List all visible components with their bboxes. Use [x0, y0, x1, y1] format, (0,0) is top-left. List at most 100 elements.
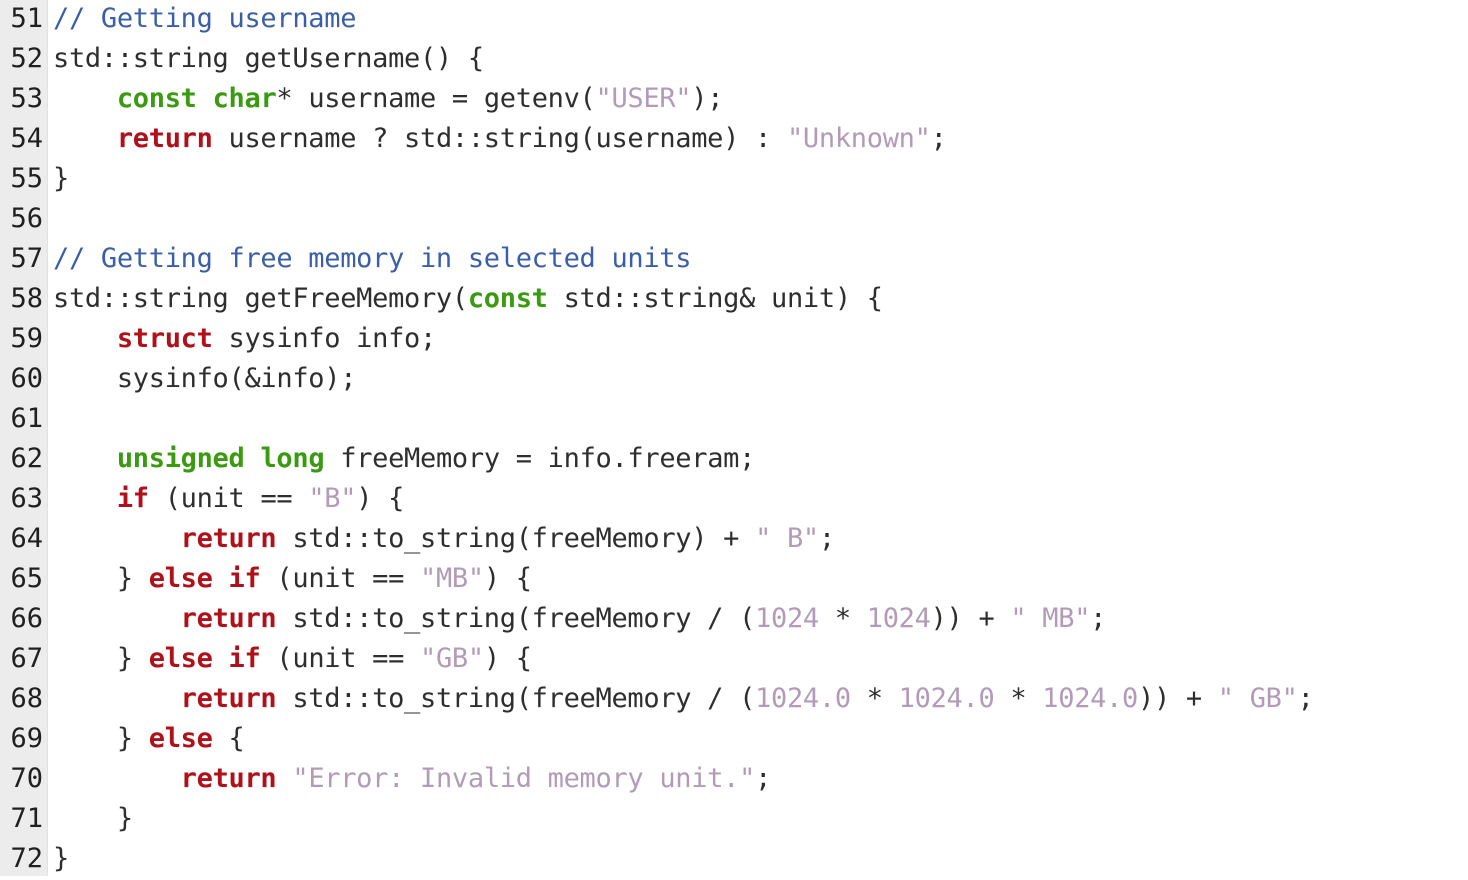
- line-number: 58: [10, 283, 43, 314]
- code-line[interactable]: return "Error: Invalid memory unit.";: [53, 760, 1468, 800]
- code-line[interactable]: std::string getFreeMemory(const std::str…: [53, 280, 1468, 320]
- code-line[interactable]: } else if (unit == "MB") {: [53, 560, 1468, 600]
- code-token: std::to_string(freeMemory) +: [276, 523, 756, 554]
- code-token: [53, 523, 181, 554]
- line-number: 59: [10, 323, 43, 354]
- code-token: ) {: [356, 483, 405, 514]
- code-token: [244, 443, 260, 474]
- code-token: [213, 563, 229, 594]
- line-number: 71: [10, 803, 43, 834]
- control-keyword: return: [180, 683, 277, 714]
- code-token: }: [53, 163, 69, 194]
- code-token: ) {: [483, 643, 532, 674]
- code-token: [53, 683, 181, 714]
- code-line[interactable]: const char* username = getenv("USER");: [53, 80, 1468, 120]
- numeric-literal: 1024: [866, 603, 931, 634]
- code-line[interactable]: return std::to_string(freeMemory) + " B"…: [53, 520, 1468, 560]
- type-keyword: char: [212, 83, 277, 114]
- code-token: sysinfo(&info);: [53, 363, 357, 394]
- code-token: ;: [755, 763, 772, 794]
- code-token: ;: [818, 523, 835, 554]
- code-line[interactable]: } else if (unit == "GB") {: [53, 640, 1468, 680]
- code-token: *: [818, 603, 867, 634]
- code-token: )) +: [930, 603, 1011, 634]
- code-token: }: [53, 723, 149, 754]
- code-line[interactable]: // Getting username: [53, 0, 1468, 40]
- line-number: 64: [10, 523, 43, 554]
- line-number: 57: [10, 243, 43, 274]
- type-keyword: unsigned: [116, 443, 245, 474]
- string-literal: "Error: Invalid memory unit.": [292, 763, 756, 794]
- code-line[interactable]: } else {: [53, 720, 1468, 760]
- string-literal: "Unknown": [786, 123, 931, 154]
- code-comment: // Getting free memory in selected units: [53, 243, 692, 274]
- code-line[interactable]: [53, 200, 1468, 240]
- code-token: }: [53, 803, 133, 834]
- code-token: [53, 483, 117, 514]
- type-keyword: const: [116, 83, 197, 114]
- code-token: [53, 443, 117, 474]
- code-token: std::string getFreeMemory(: [53, 283, 468, 314]
- string-literal: " B": [755, 523, 819, 554]
- line-number: 51: [10, 3, 43, 34]
- code-token: [197, 83, 213, 114]
- type-keyword: long: [260, 443, 325, 474]
- code-line[interactable]: std::string getUsername() {: [53, 40, 1468, 80]
- code-token: }: [53, 643, 149, 674]
- line-number: 60: [10, 363, 43, 394]
- code-token: std::to_string(freeMemory / (: [276, 683, 756, 714]
- code-token: std::string getUsername() {: [53, 43, 484, 74]
- control-keyword: else: [148, 643, 213, 674]
- code-comment: // Getting username: [53, 3, 357, 34]
- code-token: std::to_string(freeMemory / (: [276, 603, 756, 634]
- code-token: ) {: [483, 563, 532, 594]
- line-number: 67: [10, 643, 43, 674]
- code-line[interactable]: }: [53, 800, 1468, 840]
- code-line[interactable]: if (unit == "B") {: [53, 480, 1468, 520]
- code-token: [276, 763, 292, 794]
- control-keyword: else: [148, 723, 213, 754]
- numeric-literal: 1024: [755, 603, 819, 634]
- code-line[interactable]: [53, 400, 1468, 440]
- code-token: ;: [1297, 683, 1314, 714]
- code-token: [53, 123, 117, 154]
- code-line[interactable]: return username ? std::string(username) …: [53, 120, 1468, 160]
- control-keyword: else: [148, 563, 213, 594]
- code-token: (unit ==: [148, 483, 309, 514]
- string-literal: " MB": [1010, 603, 1091, 634]
- code-token: [53, 83, 117, 114]
- line-number: 66: [10, 603, 43, 634]
- code-line[interactable]: unsigned long freeMemory = info.freeram;: [53, 440, 1468, 480]
- code-line[interactable]: // Getting free memory in selected units: [53, 240, 1468, 280]
- line-number: 56: [10, 203, 43, 234]
- string-literal: "GB": [420, 643, 484, 674]
- code-line[interactable]: }: [53, 840, 1468, 880]
- code-line[interactable]: sysinfo(&info);: [53, 360, 1468, 400]
- code-token: ;: [930, 123, 947, 154]
- control-keyword: struct: [116, 323, 213, 354]
- code-line[interactable]: return std::to_string(freeMemory / (1024…: [53, 600, 1468, 640]
- line-number: 72: [10, 843, 43, 874]
- control-keyword: if: [228, 643, 261, 674]
- code-token: (unit ==: [260, 643, 421, 674]
- line-number: 70: [10, 763, 43, 794]
- code-token: std::string& unit) {: [547, 283, 883, 314]
- string-literal: "B": [308, 483, 357, 514]
- code-token: *: [994, 683, 1043, 714]
- control-keyword: if: [228, 563, 261, 594]
- line-number: 63: [10, 483, 43, 514]
- control-keyword: return: [116, 123, 213, 154]
- line-number: 69: [10, 723, 43, 754]
- code-line[interactable]: return std::to_string(freeMemory / (1024…: [53, 680, 1468, 720]
- line-number: 65: [10, 563, 43, 594]
- code-line[interactable]: struct sysinfo info;: [53, 320, 1468, 360]
- line-number: 61: [10, 403, 43, 434]
- line-number: 54: [10, 123, 43, 154]
- line-number: 62: [10, 443, 43, 474]
- code-token: {: [212, 723, 245, 754]
- string-literal: "USER": [595, 83, 692, 114]
- code-token: [213, 643, 229, 674]
- code-line[interactable]: }: [53, 160, 1468, 200]
